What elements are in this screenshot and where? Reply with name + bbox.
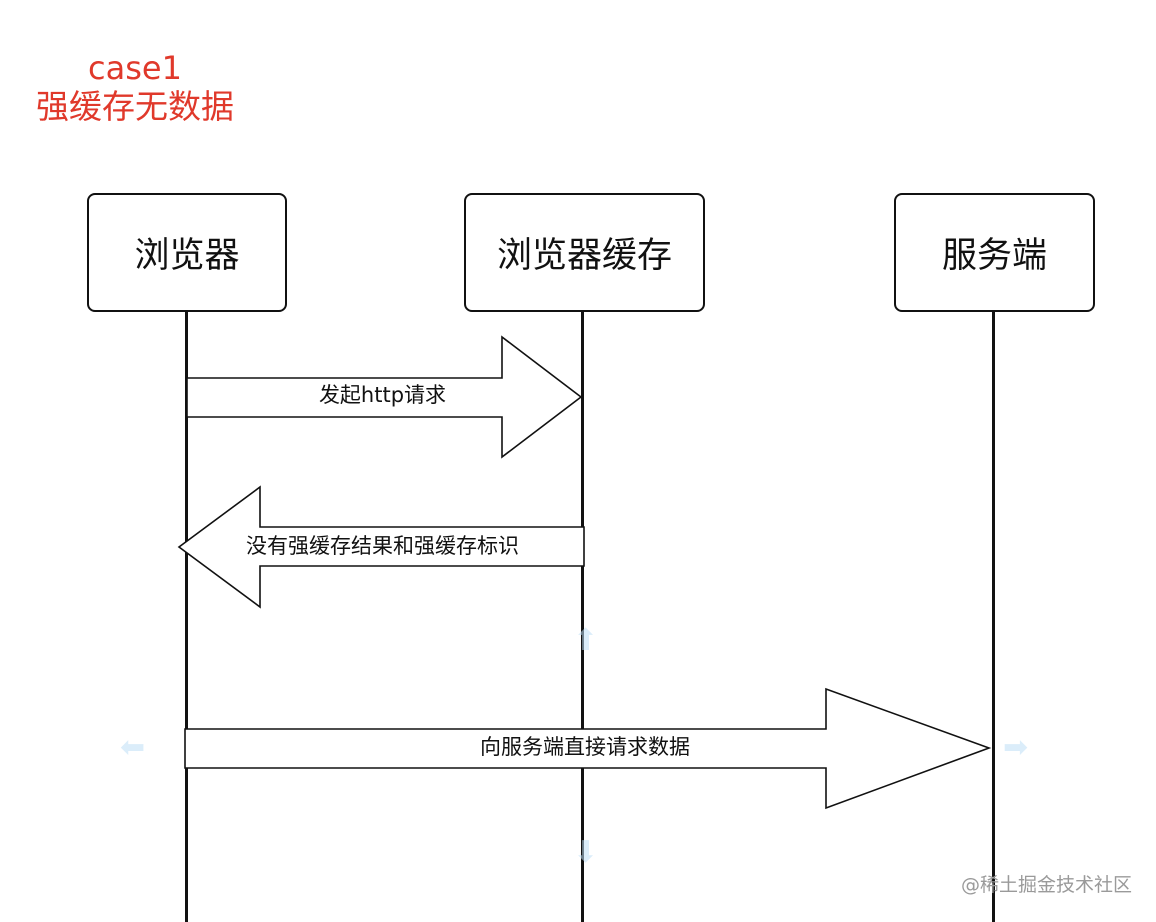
arrow-up-icon: ⬆ [573,623,599,658]
message-arrow-2 [177,485,585,609]
actor-browser-cache: 浏览器缓存 [464,193,705,312]
actor-server: 服务端 [894,193,1095,312]
actor-browser-cache-label: 浏览器缓存 [496,236,672,276]
case-label: case1 [88,49,182,87]
arrow-left-icon: ⬅ [120,730,146,765]
actor-browser: 浏览器 [87,193,287,312]
watermark: @稀土掘金技术社区 [960,874,1132,896]
lifeline-server [992,312,995,922]
arrow-right-icon: ➡ [1003,730,1029,765]
message-3-label: 向服务端直接请求数据 [480,735,690,759]
case-description: 强缓存无数据 [36,87,234,126]
message-2-label: 没有强缓存结果和强缓存标识 [246,534,519,558]
lifeline-browser [185,312,188,922]
message-arrow-3 [184,687,992,810]
actor-browser-label: 浏览器 [134,236,240,276]
message-1-label: 发起http请求 [318,383,447,407]
arrow-down-icon: ⬇ [573,835,599,870]
message-arrow-1 [186,335,583,459]
lifeline-browser-cache [581,312,584,922]
actor-server-label: 服务端 [941,236,1047,276]
